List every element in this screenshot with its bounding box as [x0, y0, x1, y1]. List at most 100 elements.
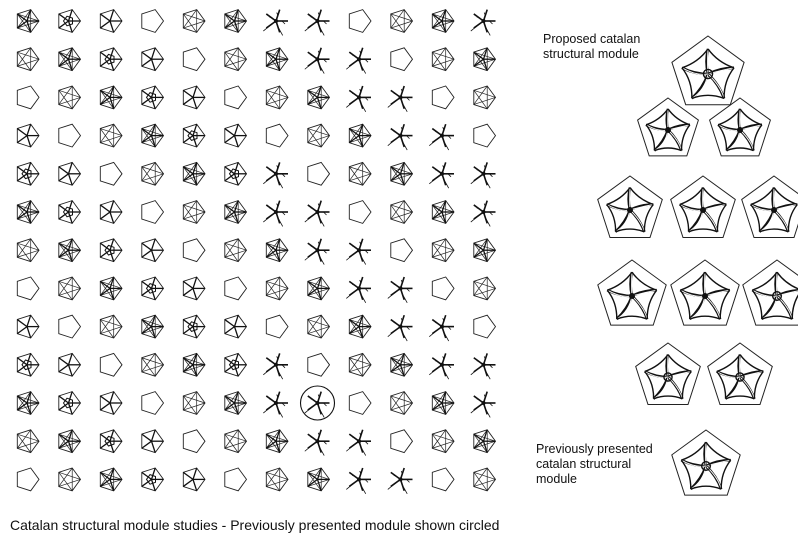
outline-icon — [431, 276, 455, 301]
pentagon-net-icon — [348, 123, 372, 148]
star-branch-icon — [182, 467, 206, 492]
lattice-icon — [390, 391, 414, 415]
pentagon-net-icon — [141, 314, 165, 339]
star-branch-icon — [141, 429, 165, 454]
spider-icon — [263, 9, 288, 36]
outline-icon — [348, 9, 372, 33]
outline-icon — [390, 429, 414, 454]
outline-icon — [141, 9, 165, 33]
pentagon-net-icon — [431, 391, 455, 415]
star-branch-icon — [16, 314, 40, 339]
lattice-icon — [265, 467, 289, 492]
star-branch-icon — [346, 47, 371, 74]
star-branch-icon — [429, 314, 454, 342]
module-variant — [707, 342, 773, 405]
lattice-icon — [265, 85, 289, 110]
star-branch-icon — [58, 352, 82, 377]
lattice-icon — [307, 123, 331, 148]
lattice-icon — [182, 391, 206, 415]
pentagon-net-icon — [141, 123, 165, 148]
outline-icon — [348, 391, 372, 415]
proposed-module — [671, 35, 745, 106]
outline-icon — [182, 47, 206, 72]
lattice-icon — [16, 47, 40, 72]
outline-icon — [99, 352, 123, 377]
previous-module — [671, 429, 741, 496]
lattice-icon — [224, 47, 248, 72]
spider-icon — [16, 161, 40, 186]
star-branch-icon — [99, 9, 123, 33]
spider-icon — [346, 85, 371, 113]
star-branch-icon — [99, 200, 123, 224]
previous-module-circle — [299, 385, 336, 421]
star-branch-icon — [224, 123, 248, 148]
lattice-icon — [16, 238, 40, 263]
outline-icon — [16, 276, 40, 301]
spider-icon — [58, 200, 82, 224]
spider-icon — [99, 238, 123, 263]
star-branch-icon — [182, 276, 206, 301]
star-branch-icon — [58, 161, 82, 186]
module-variant — [741, 175, 798, 238]
lattice-icon — [431, 429, 455, 454]
outline-icon — [141, 391, 165, 415]
lattice-icon — [16, 429, 40, 454]
star-branch-icon — [99, 391, 123, 415]
lattice-icon — [473, 85, 497, 110]
outline-icon — [16, 85, 40, 110]
outline-icon — [224, 85, 248, 110]
star-branch-icon — [141, 238, 165, 263]
spider-icon — [346, 276, 371, 304]
pentagon-net-icon — [390, 352, 414, 377]
module-variant — [742, 259, 798, 326]
star-branch-icon — [304, 200, 330, 227]
module-variant — [597, 175, 663, 238]
lattice-icon — [473, 467, 497, 492]
spider-icon — [224, 161, 248, 186]
spider-icon — [304, 47, 330, 74]
module-study-grid — [16, 9, 497, 495]
spider-icon — [99, 47, 123, 72]
lattice-icon — [390, 200, 414, 224]
lattice-icon — [348, 161, 372, 186]
outline-icon — [99, 161, 123, 186]
lattice-icon — [307, 314, 331, 339]
outline-icon — [224, 276, 248, 301]
spider-icon — [429, 162, 454, 189]
star-branch-icon — [470, 353, 496, 380]
spider-icon — [224, 352, 248, 377]
spider-icon — [141, 85, 165, 110]
outline-icon — [224, 467, 248, 492]
lattice-icon — [58, 85, 82, 110]
spider-icon — [182, 123, 206, 148]
pentagon-net-icon — [99, 467, 123, 492]
outline-icon — [390, 238, 414, 263]
lattice-icon — [390, 9, 414, 33]
outline-icon — [182, 238, 206, 263]
spider-icon — [304, 238, 330, 265]
pentagon-net-icon — [182, 161, 206, 186]
star-branch-icon — [224, 314, 248, 339]
pentagon-net-icon — [265, 238, 289, 263]
lattice-icon — [99, 123, 123, 148]
star-branch-icon — [387, 85, 413, 113]
pentagon-net-icon — [265, 47, 289, 72]
spider-icon — [263, 391, 288, 418]
star-branch-icon — [470, 162, 496, 189]
pentagon-net-icon — [265, 429, 289, 454]
star-branch-icon — [263, 162, 288, 189]
pentagon-net-icon — [224, 391, 248, 415]
spider-icon — [346, 467, 371, 495]
pentagon-net-icon — [99, 276, 123, 301]
outline-icon — [58, 314, 82, 339]
pentagon-net-icon — [473, 47, 497, 72]
star-branch-icon — [429, 123, 454, 151]
outline-icon — [348, 200, 372, 224]
spider-icon — [263, 200, 288, 227]
pentagon-net-icon — [390, 161, 414, 186]
spider-icon — [141, 276, 165, 301]
pentagon-net-icon — [58, 47, 82, 72]
outline-icon — [265, 123, 289, 148]
figure-caption: Catalan structural module studies - Prev… — [10, 517, 500, 533]
